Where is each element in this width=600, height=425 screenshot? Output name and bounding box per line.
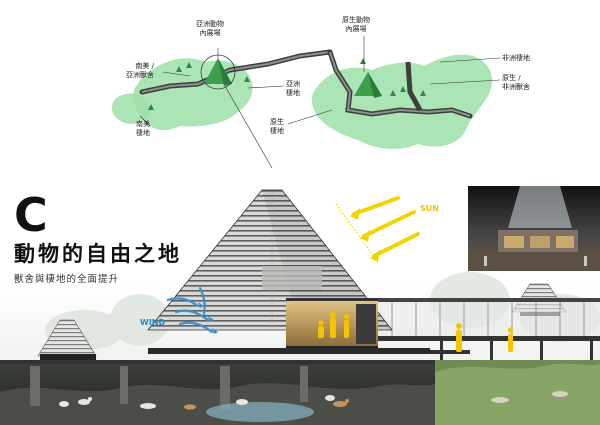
ground-deck — [148, 348, 430, 354]
label-asia-indoor: 亞洲動物內展場 — [196, 20, 224, 37]
underground-habitat — [0, 364, 435, 425]
habitat-area-right — [311, 54, 493, 149]
underground-animals — [59, 395, 335, 409]
section-letter: C — [14, 188, 48, 242]
label-sa-habitat: 南美棲地 — [136, 120, 150, 137]
label-native-indoor: 原生動物內展場 — [342, 16, 370, 33]
wind-label: WIND — [140, 318, 166, 327]
visitor-figures — [318, 312, 350, 338]
label-sa-asia-house: 南美 /亞洲獸舍 — [126, 62, 154, 79]
label-native-habitat: 原生棲地 — [270, 118, 284, 135]
main-pyramid — [147, 189, 393, 331]
map-leader-lines — [139, 36, 501, 169]
section-subtitle: 獸舍與棲地的全面提升 — [14, 274, 120, 285]
sun-arrows — [352, 196, 420, 258]
exhibit-room — [286, 298, 378, 350]
sun-label: SUN — [420, 204, 439, 213]
label-asia-habitat: 亞洲棲地 — [286, 80, 300, 97]
sky-walkway — [372, 298, 600, 381]
interior-render — [468, 186, 600, 271]
label-native-africa-house: 原生 /非洲獸舍 — [502, 74, 530, 91]
outdoor-grass-habitat — [435, 323, 600, 425]
label-africa-habitat: 非洲棲地 — [502, 54, 530, 62]
wind-arrows — [166, 286, 214, 334]
section-title: 動物的自由之地 — [14, 242, 182, 266]
site-map — [112, 36, 501, 169]
map-trees — [148, 58, 426, 110]
